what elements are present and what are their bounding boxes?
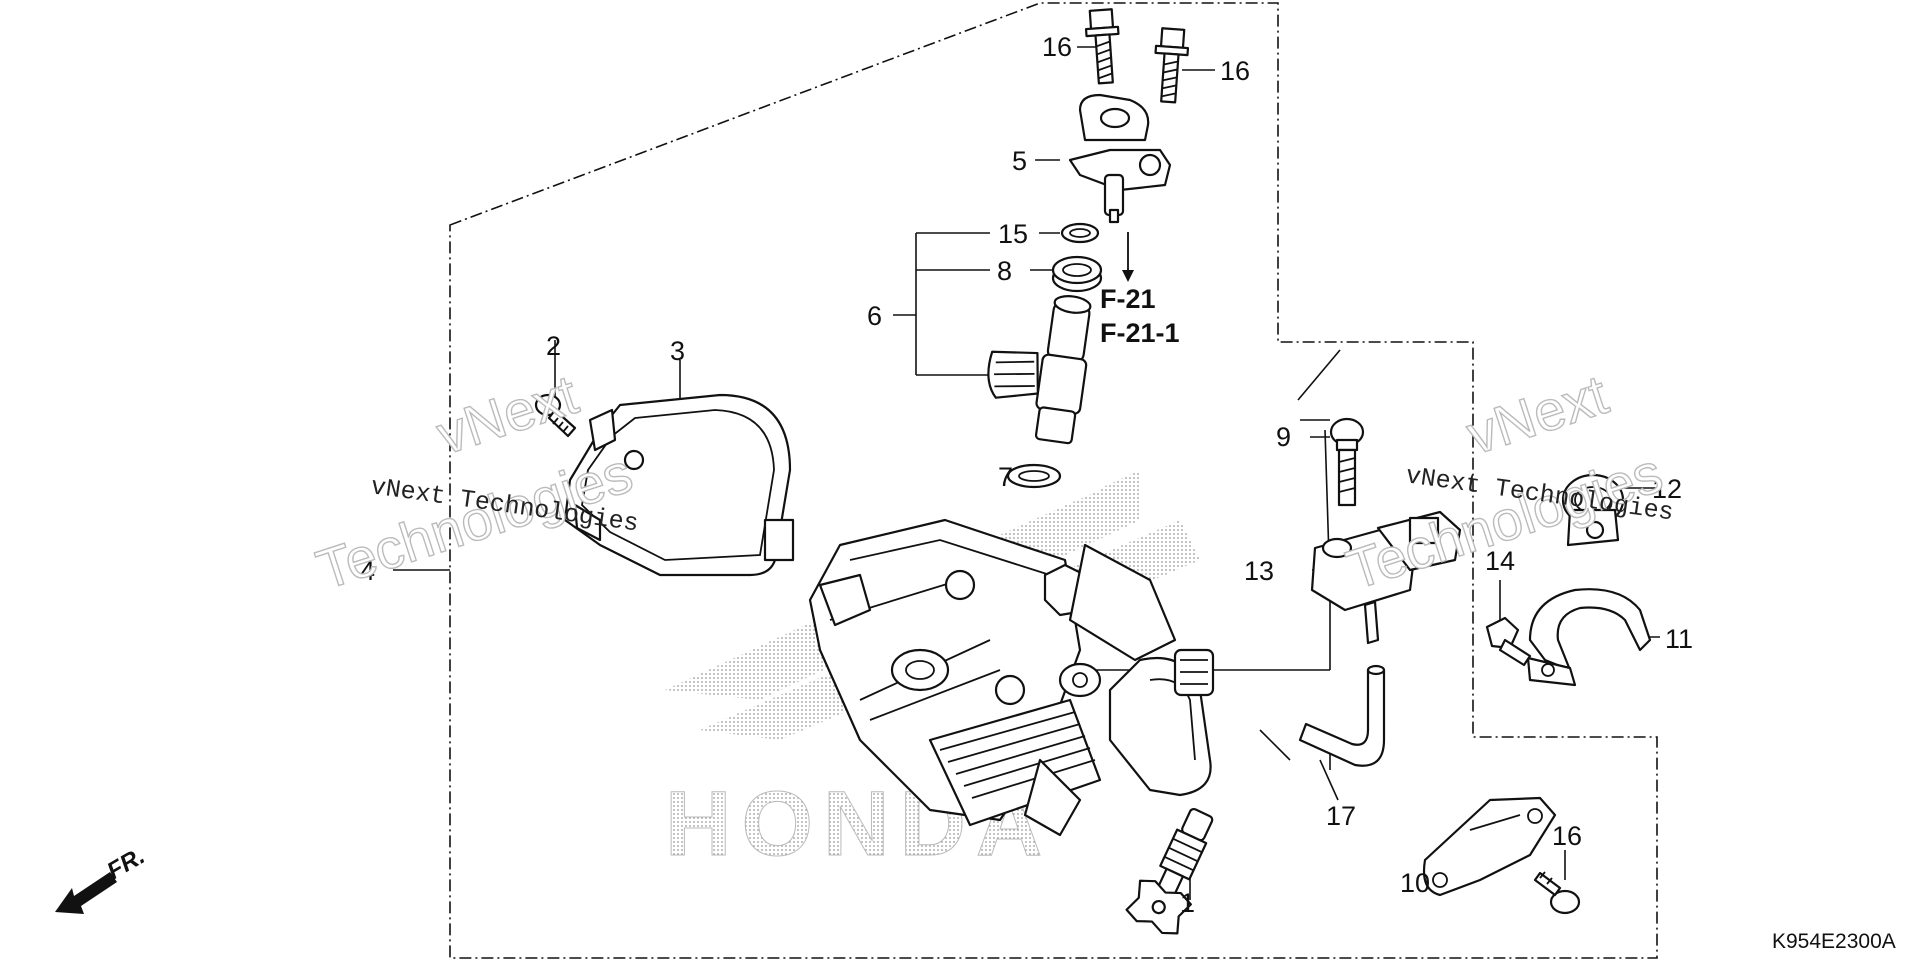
callout-4: 4	[360, 556, 375, 586]
callout-2: 2	[546, 331, 561, 361]
throttle-cover-icon	[563, 393, 795, 577]
diagram-code: K954E2300A	[1772, 930, 1896, 953]
vacuum-tube-icon	[1298, 664, 1386, 767]
callout-10: 10	[1400, 868, 1430, 898]
callout-8: 8	[997, 256, 1012, 286]
callout-12: 12	[1652, 474, 1682, 504]
callout-15: 15	[998, 219, 1028, 249]
watermark-left: vNext Technologies vNext Technologies	[309, 361, 641, 602]
bolt-16-right-icon	[1154, 27, 1190, 104]
callout-5: 5	[1012, 146, 1027, 176]
callout-3: 3	[670, 336, 685, 366]
seal-15-icon	[1060, 222, 1100, 244]
callout-7: 7	[998, 462, 1013, 492]
reference-f21[interactable]: F-21	[1100, 284, 1156, 314]
callout-16-left: 16	[1042, 32, 1072, 62]
screw-17-icon	[1533, 871, 1581, 915]
fuel-injector-icon	[987, 295, 1092, 445]
screw-9-icon	[1329, 417, 1365, 507]
fuel-joint-icon	[1068, 93, 1172, 224]
reference-f21-1[interactable]: F-21-1	[1100, 318, 1180, 348]
callout-6: 6	[867, 301, 882, 331]
callout-9: 9	[1276, 422, 1291, 452]
assembly-boundary	[449, 2, 1658, 959]
callout-17: 16	[1552, 821, 1582, 851]
bolt-16-left-icon	[1084, 8, 1120, 85]
throttle-body-icon	[808, 518, 1215, 837]
map-sensor-icon	[1310, 510, 1462, 645]
screw-2-icon	[534, 393, 577, 438]
callout-labels: 16 16 5 15 8 6 7 2 3 4 9 13 17 1 12 14 1…	[360, 32, 1693, 918]
bolt-14-icon	[1485, 616, 1532, 667]
svg-text:vNext: vNext	[429, 362, 585, 466]
callout-18: 17	[1326, 801, 1356, 831]
svg-text:vNext: vNext	[1459, 362, 1615, 466]
reference-arrow	[1122, 232, 1134, 282]
callout-14: 14	[1485, 546, 1515, 576]
bracket-10-icon	[1422, 796, 1557, 897]
front-arrow-icon: FR.	[55, 842, 149, 914]
callout-11: 11	[1665, 624, 1693, 654]
svg-text:Technologies: Technologies	[1339, 440, 1669, 601]
cushion-ring-8-icon	[1051, 255, 1103, 293]
seal-ring-7-icon	[1006, 463, 1062, 489]
callout-1: 1	[1180, 888, 1195, 918]
callout-13: 13	[1244, 556, 1274, 586]
clamp-11-icon	[1526, 588, 1652, 687]
callout-16-right: 16	[1220, 56, 1250, 86]
grommet-12-icon	[1561, 473, 1625, 547]
idle-screw-icon	[1125, 807, 1214, 935]
